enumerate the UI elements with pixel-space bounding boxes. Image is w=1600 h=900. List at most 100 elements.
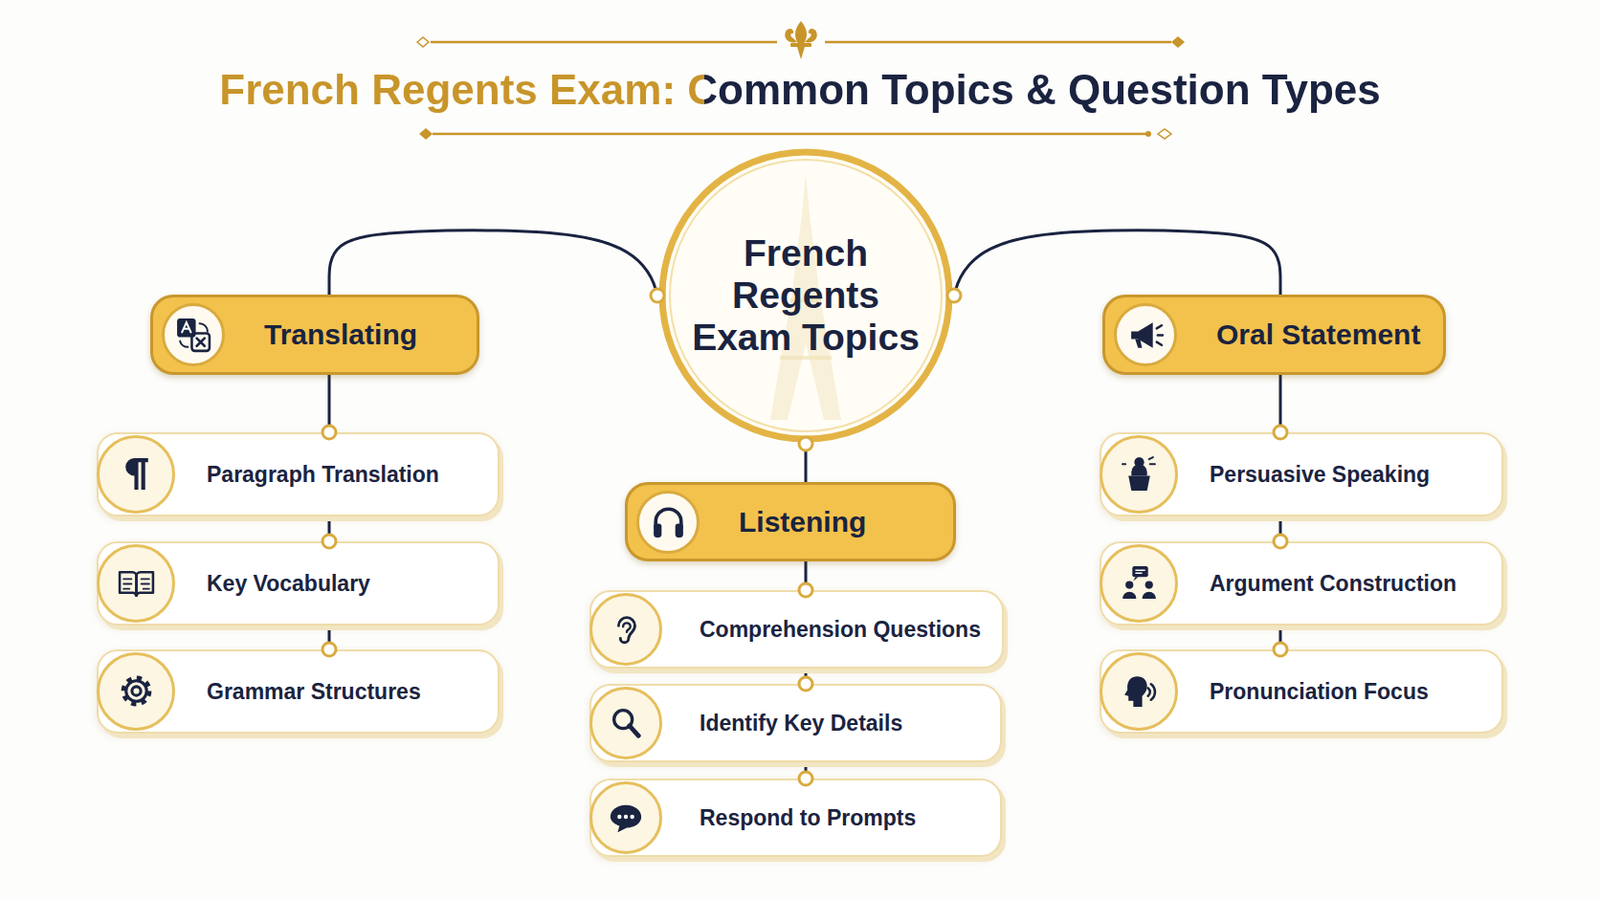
shape-part [662, 152, 950, 440]
connector-line [328, 516, 332, 542]
topic-card: Grammar Structures [96, 649, 500, 734]
category-label: Translating [264, 318, 418, 352]
topic-card: Paragraph Translation [96, 432, 500, 517]
shape-part [1171, 36, 1185, 48]
shape-part [623, 814, 628, 819]
icon-symbol [1119, 563, 1159, 603]
topic-icon [1099, 435, 1178, 514]
shape-part [1147, 684, 1155, 700]
shape-part [1133, 577, 1138, 581]
topic-card: Key Vocabulary [96, 541, 500, 626]
shape-part [790, 43, 812, 47]
topic-label: Pronunciation Focus [1209, 679, 1429, 706]
shape-part [1128, 476, 1151, 491]
topic-card: Comprehension Questions [589, 590, 1004, 669]
connector-line [328, 375, 332, 433]
icon-symbol [116, 454, 156, 494]
shape-part [1132, 566, 1148, 578]
shape-part [181, 322, 191, 333]
hub-circle: French Regents Exam Topics [657, 147, 955, 445]
topic-label: Respond to Prompts [699, 805, 916, 832]
shape-part [1131, 322, 1154, 349]
topic-label: Grammar Structures [206, 679, 422, 706]
shape-part [125, 681, 147, 703]
connector-line [1279, 625, 1283, 650]
shape-part [1122, 592, 1156, 600]
topic-icon [589, 593, 663, 667]
topic-icon [96, 652, 176, 732]
icon-symbol [607, 611, 645, 648]
shape-part [1124, 676, 1148, 708]
connector-line [804, 444, 808, 483]
category-pill: Listening [624, 482, 956, 562]
shape-part [1155, 325, 1162, 346]
shape-part [432, 133, 1149, 136]
shape-part [797, 46, 805, 60]
topic-icon [161, 303, 225, 367]
connector-line [1279, 516, 1283, 542]
shape-part [629, 814, 634, 819]
connector-line [804, 668, 808, 685]
icon-symbol [1126, 315, 1166, 356]
topic-icon [1113, 303, 1178, 367]
category-pill: Translating [150, 294, 480, 376]
shape-part [629, 725, 640, 735]
connector-line [804, 762, 808, 779]
topic-label: Argument Construction [1209, 571, 1457, 598]
shape-part [1144, 580, 1153, 589]
shape-part [430, 41, 778, 45]
topic-label: Persuasive Speaking [1209, 462, 1430, 489]
shape-part [123, 578, 150, 589]
topic-card: Pronunciation Focus [1099, 649, 1504, 734]
shape-part [199, 323, 207, 332]
shape-part [784, 28, 798, 43]
connector-line [328, 625, 332, 650]
icon-symbol [607, 705, 645, 742]
title-row: French Regents Exam: Common Topics & Que… [0, 66, 1600, 113]
shape-part [1122, 457, 1156, 465]
shape-part [179, 340, 188, 347]
topic-card: Identify Key Details [589, 684, 1002, 763]
shape-part [653, 524, 662, 538]
category-label: Oral Statement [1216, 318, 1421, 352]
shape-part [618, 617, 635, 643]
topic-card: Persuasive Speaking [1099, 432, 1504, 517]
shape-part [417, 37, 429, 47]
topic-label: Identify Key Details [699, 711, 903, 737]
topic-icon [636, 490, 700, 555]
topic-card: Argument Construction [1099, 541, 1504, 626]
shape-part [1145, 131, 1152, 137]
hub-label: French Regents Exam Topics [686, 232, 926, 359]
diagram-title: French Regents Exam: Common Topics & Que… [219, 66, 1380, 113]
topic-icon [1099, 652, 1178, 732]
shape-part [674, 524, 683, 538]
shape-part [419, 128, 433, 140]
shape-part [824, 41, 1172, 45]
topic-icon [96, 544, 176, 623]
shape-part [123, 678, 150, 705]
topic-icon [1099, 544, 1178, 623]
shape-part [622, 622, 631, 633]
shape-part [125, 458, 149, 490]
topic-icon [589, 781, 663, 855]
topic-icon [589, 687, 663, 760]
icon-symbol [116, 671, 156, 712]
icon-symbol [648, 502, 689, 542]
topic-card: Respond to Prompts [589, 778, 1002, 858]
shape-part [1131, 464, 1147, 476]
shape-part [1125, 580, 1134, 589]
icon-symbol [116, 563, 156, 603]
topic-label: Key Vocabulary [206, 571, 371, 598]
topic-label: Comprehension Questions [699, 617, 981, 644]
shape-part [669, 159, 942, 432]
shape-part [1134, 570, 1145, 574]
connector-line [329, 230, 658, 296]
icon-symbol [607, 800, 645, 837]
shape-part [1157, 129, 1172, 139]
shape-part [617, 814, 622, 819]
category-label: Listening [738, 506, 867, 539]
connector-line [1279, 375, 1283, 433]
shape-part [804, 28, 818, 43]
category-pill: Oral Statement [1102, 294, 1446, 376]
icon-symbol [174, 315, 214, 356]
